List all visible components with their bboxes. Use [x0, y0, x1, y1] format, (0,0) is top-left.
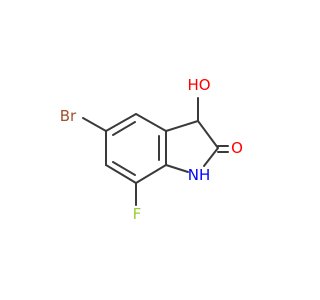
bond-n1-c7a	[165, 164, 189, 173]
bond-c4-c3a	[135, 113, 167, 132]
bond-c5-c4	[105, 113, 137, 132]
hydroxyl-label: HO	[187, 76, 210, 94]
bond-c5-c4-inner	[112, 121, 136, 136]
amine-label: NH	[188, 166, 211, 184]
bond-c5-br	[82, 117, 107, 132]
bond-c2-n1	[203, 147, 219, 167]
molecule-drawing: Br F HO O NH	[60, 76, 243, 223]
structure-canvas: Br F HO O NH	[59, 76, 243, 223]
bromine-label: Br	[60, 107, 77, 125]
bond-c3a-c3	[165, 120, 199, 132]
bond-c3-c2	[197, 120, 219, 149]
fluorine-label: F	[133, 205, 142, 223]
bond-c7a-c7	[135, 164, 167, 184]
bond-c7-c6	[105, 164, 137, 184]
bond-c7-c6-inner	[112, 161, 136, 176]
carbonyl-oxygen-label: O	[231, 139, 243, 157]
